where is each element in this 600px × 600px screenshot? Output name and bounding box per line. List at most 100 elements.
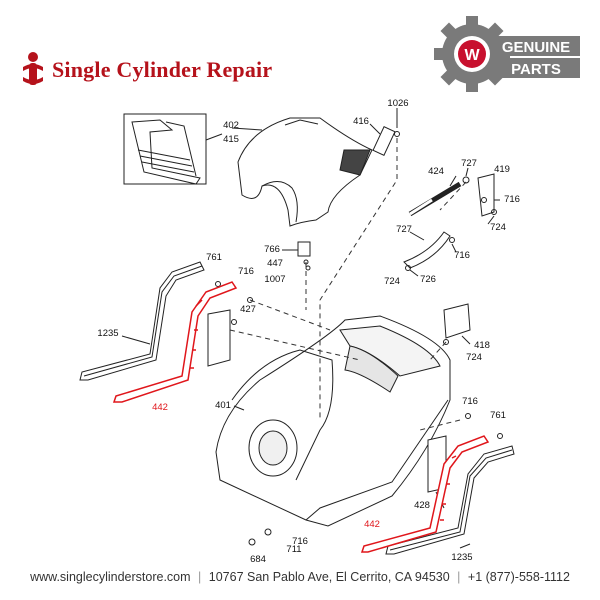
guide-right (419, 419, 461, 431)
housing-fan-hub (258, 430, 288, 466)
part-label-684: 684 (250, 554, 266, 565)
leader-415 (205, 133, 223, 141)
badge-line2: PARTS (511, 61, 561, 78)
guide-418 (429, 341, 447, 361)
part-label-716d: 716 (462, 396, 478, 407)
screw-684 (248, 538, 256, 546)
part-label-442a: 442 (152, 402, 168, 413)
leader-727b (409, 231, 425, 241)
seal-1235-right (385, 445, 515, 555)
hinge-416 (372, 126, 396, 156)
housing-lower-edge (305, 399, 449, 521)
leader-418 (461, 335, 471, 345)
part-label-766: 766 (264, 244, 280, 255)
part-label-416: 416 (353, 116, 369, 127)
part-label-424: 424 (428, 166, 444, 177)
part-label-711: 711 (286, 544, 301, 555)
part-label-761a: 761 (206, 252, 222, 263)
part-label-727a: 727 (461, 158, 477, 169)
screw-724-418 (443, 339, 449, 345)
part-label-415: 415 (223, 134, 239, 145)
genuine-parts-badge: W GENUINE PARTS (434, 16, 580, 92)
part-label-727b: 727 (396, 224, 412, 235)
part-label-724a: 724 (490, 222, 506, 233)
screw-761-left (215, 281, 221, 287)
badge-monogram: W (464, 47, 480, 64)
part-label-418: 418 (474, 340, 490, 351)
seal-edge-415 (165, 121, 197, 177)
part-label-724c: 724 (466, 352, 482, 363)
leader-1235a (121, 335, 151, 345)
screw-716-left (247, 297, 253, 303)
part-label-428: 428 (414, 500, 430, 511)
bracket-442-right-holes (440, 455, 457, 521)
screw-724-left (231, 319, 237, 325)
screw-716-arm (449, 237, 455, 243)
leader-726 (409, 269, 419, 277)
part-label-724b: 724 (384, 276, 400, 287)
leader-401 (233, 405, 245, 411)
bumper-766 (297, 241, 311, 257)
drawing-lines (79, 108, 515, 555)
guide-cover (319, 138, 398, 420)
part-label-419: 419 (494, 164, 510, 175)
seal-part-415 (131, 119, 201, 185)
housing-inner-edge (231, 349, 334, 481)
leader-lines (121, 108, 500, 549)
seal-1235-right-groove (389, 449, 513, 551)
screw-716-top (481, 197, 487, 203)
part-label-1235b: 1235 (451, 552, 472, 563)
part-label-761b: 761 (490, 410, 506, 421)
part-label-1026: 1026 (387, 98, 408, 109)
seal-1235-left-groove (83, 265, 203, 377)
brand-title: Single Cylinder Repair (52, 57, 273, 82)
inset-box-415 (123, 113, 207, 185)
gas-strut-rod (409, 198, 433, 216)
housing-recess (344, 345, 399, 393)
screw-1026 (394, 131, 400, 137)
footer-website[interactable]: www.singlecylinderstore.com (30, 570, 191, 584)
bracket-419 (477, 173, 495, 217)
part-label-1007: 1007 (264, 274, 285, 285)
footer-phone[interactable]: +1 (877)-558-1112 (467, 570, 570, 584)
leader-724a (487, 215, 495, 225)
leader-424 (449, 175, 457, 187)
part-label-716e: 716 (292, 536, 308, 547)
part-labels: 1026 402 415 416 727 419 424 716 724 727 766 447 100… (97, 98, 520, 565)
single-cylinder-logo-icon (23, 52, 43, 85)
part-label-716b: 716 (454, 250, 470, 261)
bracket-442-left-holes (190, 299, 203, 369)
leader-716b (451, 243, 457, 253)
screw-761-right (497, 433, 503, 439)
screw-724-top (491, 209, 497, 215)
leader-416 (369, 123, 381, 135)
guide-left-2 (249, 299, 331, 331)
assembly-guides (229, 138, 467, 431)
part-label-427: 427 (240, 304, 256, 315)
part-label-716a: 716 (504, 194, 520, 205)
screw-716-right (465, 413, 471, 419)
leader-727a (465, 167, 469, 177)
bracket-442-right (360, 435, 490, 553)
screw-716-bottom (264, 528, 272, 536)
footer: www.singlecylinderstore.com | 10767 San … (0, 570, 600, 584)
seal-ribs-415 (137, 149, 195, 173)
plate-427 (207, 309, 231, 367)
part-label-402: 402 (223, 120, 239, 131)
part-label-726: 726 (420, 274, 436, 285)
part-label-447: 447 (267, 258, 283, 269)
part-label-1235a: 1235 (97, 328, 118, 339)
top-cover-cutout (261, 181, 298, 223)
screw-724-arm (405, 265, 411, 271)
strut-end-727 (462, 176, 470, 184)
guide-strut (439, 181, 467, 211)
footer-address: 10767 San Pablo Ave, El Cerrito, CA 9453… (208, 570, 450, 584)
footer-separator: | (457, 570, 461, 584)
leader-402 (231, 127, 263, 131)
brand-header[interactable]: Single Cylinder Repair (20, 50, 272, 90)
badge-line1: GENUINE (502, 39, 570, 56)
part-label-401: 401 (215, 400, 231, 411)
top-cover-side (339, 149, 371, 176)
